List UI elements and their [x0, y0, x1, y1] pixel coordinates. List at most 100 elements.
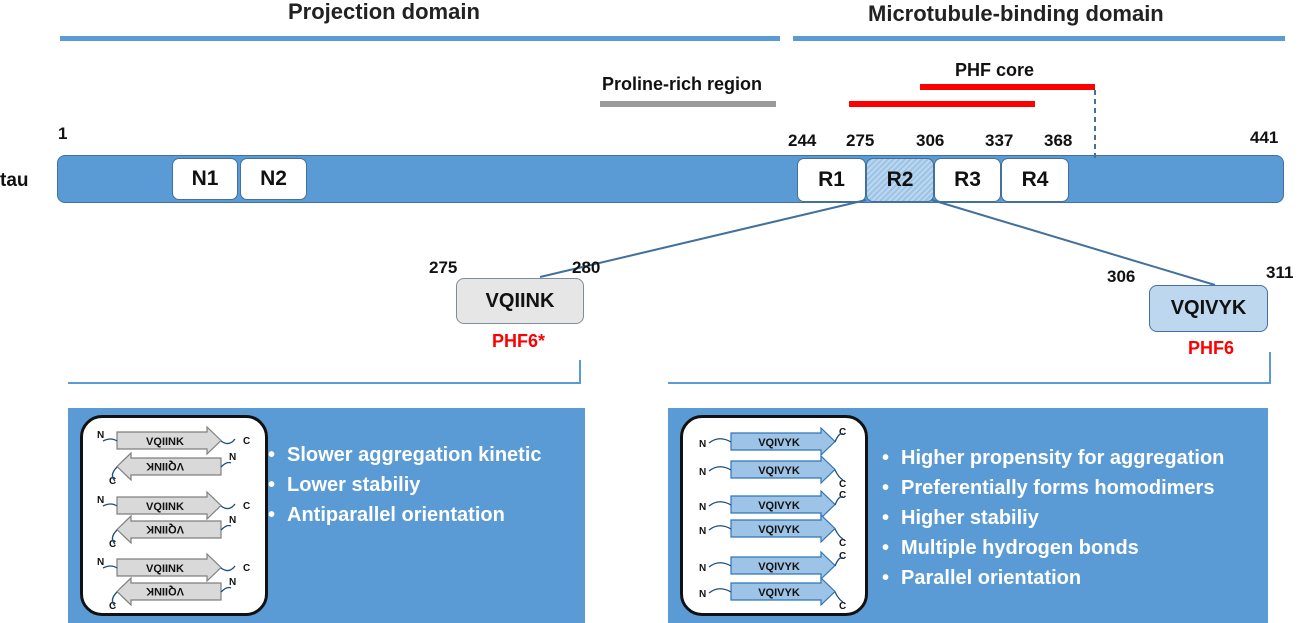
- strand-label: VQIVYK: [758, 500, 800, 512]
- strand-tail: [834, 469, 844, 481]
- terminal-label: C: [839, 538, 846, 549]
- beta-strand-arrow: [116, 514, 222, 545]
- terminal-label: N: [229, 577, 236, 588]
- strand-tail: [220, 438, 236, 445]
- strand-tail: [220, 524, 232, 531]
- domain-r2: R2: [866, 158, 934, 202]
- terminal-label: C: [839, 551, 846, 562]
- domain-r1: R1: [797, 158, 866, 202]
- strand-tail: [708, 525, 732, 531]
- position-label: 368: [1044, 131, 1073, 150]
- strand-tail: [708, 562, 732, 568]
- strand-tail: [102, 565, 118, 569]
- strand-label: VQIINK: [146, 585, 184, 597]
- strand-tail: [102, 503, 118, 507]
- beta-strand-arrow: [730, 576, 836, 607]
- strand-tail: [708, 438, 732, 444]
- terminal-label: C: [243, 563, 250, 574]
- strand-tail: [111, 466, 118, 482]
- strand-label: VQIINK: [146, 523, 184, 535]
- strand-label: VQIVYK: [758, 587, 800, 599]
- domain-r3: R3: [934, 158, 1001, 202]
- beta-strand-arrow: [730, 454, 836, 485]
- property-item: Antiparallel orientation: [268, 500, 542, 530]
- terminal-label: C: [109, 539, 116, 550]
- property-item: Preferentially forms homodimers: [882, 473, 1224, 503]
- strand-tail: [834, 557, 844, 567]
- strand-tail: [220, 503, 236, 510]
- terminal-label: N: [97, 557, 104, 568]
- property-item: Lower stabiliy: [268, 470, 542, 500]
- phf6-label: PHF6: [1188, 338, 1235, 358]
- terminal-label: C: [839, 479, 846, 490]
- proline-rich-label: Proline-rich region: [602, 74, 763, 94]
- terminal-label: C: [839, 490, 846, 501]
- terminal-label: N: [699, 439, 706, 450]
- phf6-start: 306: [1107, 267, 1136, 286]
- terminal-label: C: [839, 427, 846, 438]
- beta-strand-arrow: [116, 552, 222, 583]
- terminal-label: N: [97, 495, 104, 506]
- phf-core-bar-lower: [849, 101, 1035, 107]
- property-item: Multiple hydrogen bonds: [882, 533, 1224, 563]
- antiparallel-strands-diagram: VQIINKNCVQIINKNCVQIINKNCVQIINKNCVQIINKNC…: [97, 425, 250, 612]
- strand-tail: [708, 501, 732, 507]
- position-label: 275: [846, 131, 875, 150]
- terminal-label: N: [699, 526, 706, 537]
- position-label: 244: [788, 131, 817, 150]
- parallel-strands-diagram: VQIVYKNCVQIVYKNCVQIVYKNCVQIVYKNCVQIVYKNC…: [699, 426, 846, 612]
- terminal-label: N: [699, 589, 706, 600]
- strand-label: VQIINK: [146, 501, 184, 513]
- property-item: Parallel orientation: [882, 563, 1224, 593]
- phf-core-label: PHF core: [955, 60, 1035, 80]
- strand-tail: [220, 586, 232, 593]
- phf-core-bar-upper: [920, 84, 1095, 90]
- strand-tail: [834, 433, 844, 443]
- beta-strand-arrow: [116, 490, 222, 521]
- position-label: 337: [985, 131, 1014, 150]
- strand-tail: [708, 466, 732, 472]
- strand-tail: [834, 496, 844, 506]
- strand-tail: [111, 529, 118, 545]
- strand-label: VQIVYK: [758, 524, 800, 536]
- strand-tail: [834, 591, 844, 603]
- beta-strand-arrow: [730, 489, 836, 520]
- phf6-properties: Higher propensity for aggregation Prefer…: [882, 443, 1224, 593]
- property-item: Higher propensity for aggregation: [882, 443, 1224, 473]
- strand-label: VQIVYK: [758, 561, 800, 573]
- strand-tail: [220, 565, 236, 572]
- terminal-label: C: [839, 601, 846, 612]
- phf6star-peptide: VQIINK: [456, 278, 584, 324]
- beta-strand-arrow: [730, 426, 836, 457]
- phf6star-properties: Slower aggregation kinetic Lower stabili…: [268, 440, 542, 530]
- beta-strand-arrow: [116, 451, 222, 482]
- property-item: Higher stabiliy: [882, 503, 1224, 533]
- microtubule-domain-line: [793, 36, 1285, 41]
- terminal-label: N: [699, 563, 706, 574]
- terminal-label: N: [97, 430, 104, 441]
- domain-n2: N2: [240, 158, 307, 200]
- strand-tail: [708, 588, 732, 594]
- position-start: 1: [58, 124, 68, 143]
- terminal-label: C: [109, 601, 116, 612]
- beta-strand-arrow: [116, 425, 222, 456]
- strand-label: VQIINK: [146, 436, 184, 448]
- strand-label: VQIVYK: [758, 437, 800, 449]
- protein-label: tau: [0, 170, 29, 191]
- terminal-label: N: [229, 515, 236, 526]
- strand-tail: [102, 438, 118, 442]
- strand-tail: [111, 591, 118, 607]
- projection-domain-title: Projection domain: [288, 0, 480, 24]
- position-end: 441: [1250, 128, 1279, 147]
- beta-strand-arrow: [730, 513, 836, 544]
- projection-domain-line: [60, 36, 780, 41]
- beta-strand-arrow: [730, 550, 836, 581]
- terminal-label: C: [243, 436, 250, 447]
- domain-r4: R4: [1001, 158, 1069, 202]
- terminal-label: N: [229, 452, 236, 463]
- strand-tail: [220, 461, 232, 468]
- phf6-peptide: VQIVYK: [1149, 285, 1268, 332]
- phf6star-end: 280: [572, 258, 601, 277]
